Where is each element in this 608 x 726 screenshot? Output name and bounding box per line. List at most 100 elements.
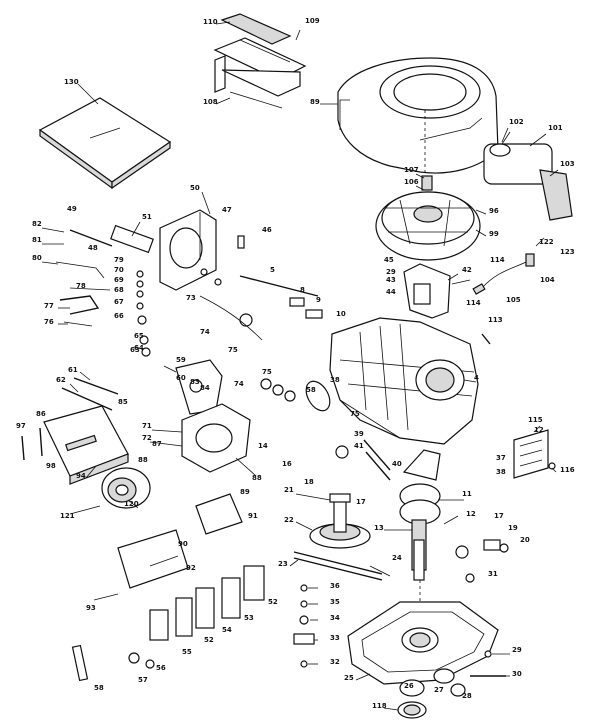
callout-110: 110 xyxy=(203,18,218,26)
part-32-36-hardware xyxy=(293,584,315,668)
callout-106: 106 xyxy=(404,178,419,186)
callout-30: 30 xyxy=(512,670,522,678)
callout-115: 115 xyxy=(528,416,543,424)
callout-34: 34 xyxy=(330,614,340,622)
part-60-bracket xyxy=(163,359,223,415)
callout-108: 108 xyxy=(203,98,218,106)
callout-98: 98 xyxy=(46,462,56,470)
callout-40: 40 xyxy=(392,460,402,468)
callout-26: 26 xyxy=(404,682,414,690)
callout-28: 28 xyxy=(462,692,472,700)
part-66-70-fasteners xyxy=(136,270,151,357)
part-39-valve xyxy=(335,439,391,481)
callout-73: 73 xyxy=(186,294,196,302)
callout-81: 81 xyxy=(32,236,42,244)
part-91-cover xyxy=(117,493,243,589)
callout-59: 59 xyxy=(176,356,186,364)
callout-52b: 52 xyxy=(204,636,214,644)
callout-114b: 114 xyxy=(466,299,481,307)
callout-4: 4 xyxy=(474,374,479,382)
callout-99: 99 xyxy=(489,230,499,238)
part-23-shaft xyxy=(293,551,383,581)
part-22-cam-gear xyxy=(309,493,371,549)
callout-12a: 12 xyxy=(534,426,544,434)
callout-31: 31 xyxy=(488,570,498,578)
part-105-wire xyxy=(472,253,535,295)
callout-85: 85 xyxy=(118,398,128,406)
callout-107: 107 xyxy=(404,166,419,174)
part-77-lever xyxy=(59,295,100,327)
callout-78: 78 xyxy=(76,282,86,290)
callout-71: 71 xyxy=(142,422,152,430)
callout-83: 83 xyxy=(190,378,200,386)
callout-77: 77 xyxy=(44,302,54,310)
callout-12b: 12 xyxy=(466,510,476,518)
part-24-31-misc xyxy=(369,515,475,602)
callout-122: 122 xyxy=(539,238,554,246)
callout-9: 9 xyxy=(316,296,321,304)
callout-17a: 17 xyxy=(356,498,366,506)
callout-72: 72 xyxy=(142,434,152,442)
leader-lines xyxy=(41,21,559,711)
callout-58: 58 xyxy=(306,386,316,394)
part-115-plate xyxy=(513,429,556,479)
callout-23: 23 xyxy=(278,560,288,568)
part-25-sump xyxy=(347,601,499,685)
callout-114a: 114 xyxy=(490,256,505,264)
callout-42: 42 xyxy=(462,266,472,274)
callout-48: 48 xyxy=(88,244,98,252)
part-51-carburetor xyxy=(55,224,154,291)
callout-21: 21 xyxy=(284,486,294,494)
callout-56: 56 xyxy=(156,664,166,672)
callout-88a: 88 xyxy=(138,456,148,464)
callout-14: 14 xyxy=(258,442,268,450)
callout-67: 67 xyxy=(114,298,124,306)
callout-103: 103 xyxy=(560,160,575,168)
callout-66: 66 xyxy=(114,312,124,320)
callout-33: 33 xyxy=(330,634,340,642)
callout-45: 45 xyxy=(384,256,394,264)
callout-102: 102 xyxy=(509,118,524,126)
callout-13: 13 xyxy=(374,524,384,532)
callout-5: 5 xyxy=(270,266,275,274)
part-110-108-bracket xyxy=(213,13,307,109)
callout-82: 82 xyxy=(32,220,42,228)
callout-36: 36 xyxy=(330,582,340,590)
callout-41: 41 xyxy=(354,442,364,450)
callout-80: 80 xyxy=(32,254,42,262)
callout-16: 16 xyxy=(282,460,292,468)
callout-91: 91 xyxy=(248,512,258,520)
callout-92: 92 xyxy=(186,564,196,572)
callout-51: 51 xyxy=(142,213,152,221)
callout-57: 57 xyxy=(138,676,148,684)
callout-58b: 58 xyxy=(94,684,104,692)
part-11-crankshaft xyxy=(399,449,441,581)
part-47-air-cleaner xyxy=(159,209,217,291)
part-120-starter xyxy=(69,467,151,515)
callout-70: 70 xyxy=(114,266,124,274)
part-52-55-stack xyxy=(149,565,265,641)
callout-49: 49 xyxy=(67,205,77,213)
part-56-58-hardware xyxy=(71,593,155,682)
callout-65: 65 xyxy=(134,332,144,340)
callout-116: 116 xyxy=(560,466,575,474)
callout-87: 87 xyxy=(152,440,162,448)
part-42-flywheel xyxy=(375,175,481,261)
callout-69: 69 xyxy=(114,276,124,284)
callout-10: 10 xyxy=(336,310,346,318)
callout-68: 68 xyxy=(114,286,124,294)
part-46-pin xyxy=(200,235,245,286)
callout-17b: 17 xyxy=(494,512,504,520)
callout-18: 18 xyxy=(304,478,314,486)
callout-27: 27 xyxy=(434,686,444,694)
part-72-governor xyxy=(149,403,257,477)
callout-74b: 74 xyxy=(234,380,244,388)
part-29-30-bolt xyxy=(470,650,506,677)
callout-39: 39 xyxy=(354,430,364,438)
callout-64: 64 xyxy=(134,344,144,352)
callout-74a: 74 xyxy=(200,328,210,336)
callout-113: 113 xyxy=(488,316,503,324)
callout-130: 130 xyxy=(64,78,79,86)
callout-8: 8 xyxy=(300,286,305,294)
callout-97: 97 xyxy=(16,422,26,430)
